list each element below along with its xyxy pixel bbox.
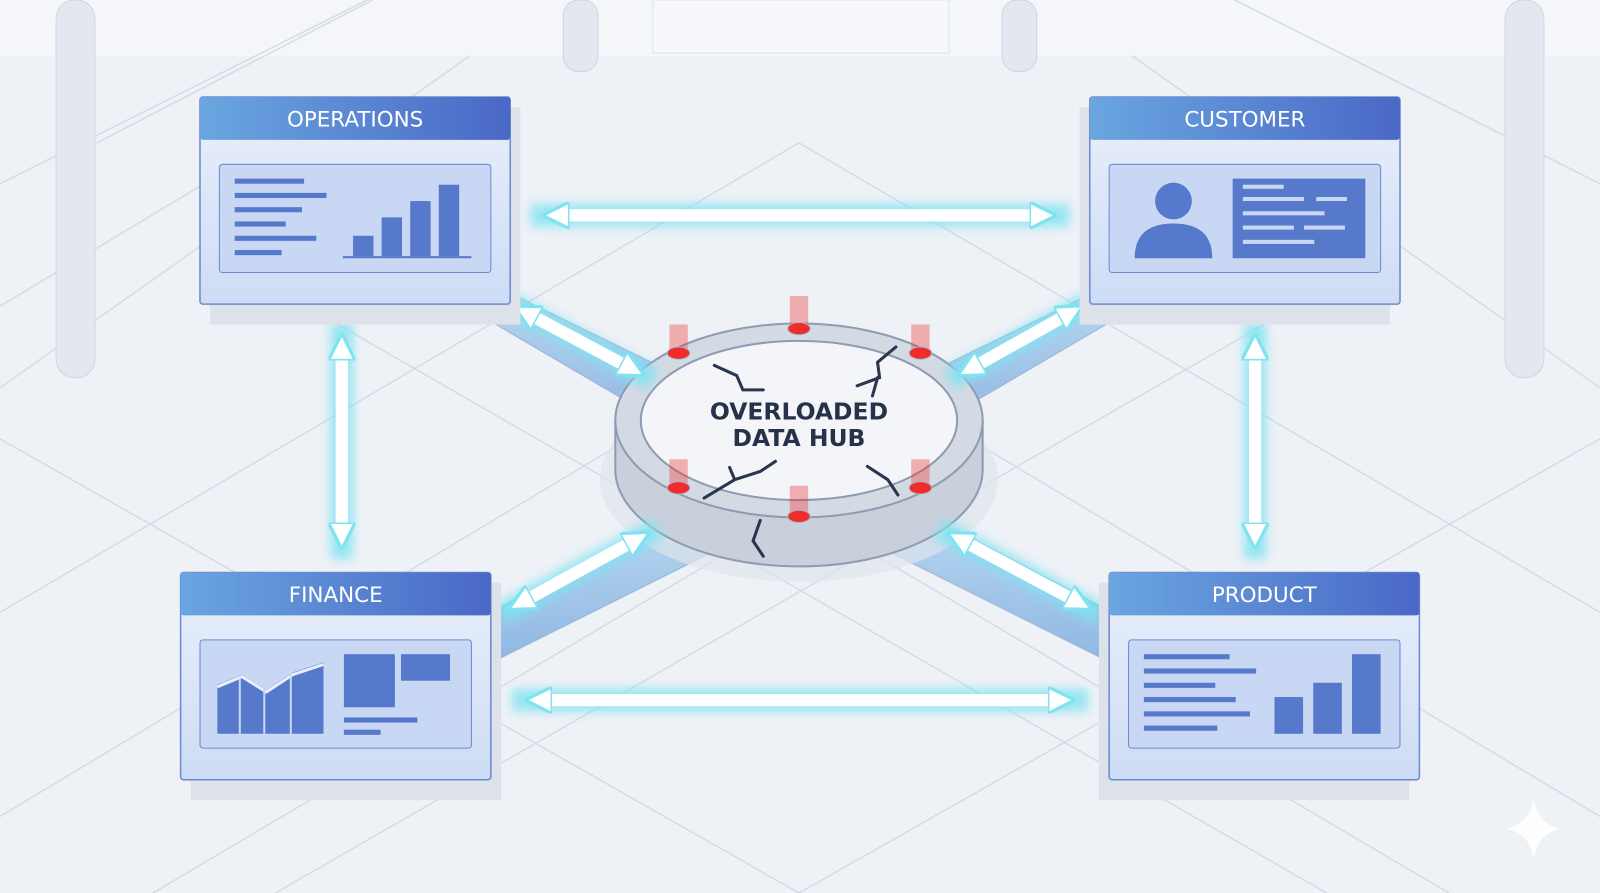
hub-label-line1: OVERLOADED — [710, 397, 888, 425]
bar-chart-report-icon — [218, 163, 492, 274]
alert-light-icon — [666, 459, 691, 495]
arrow-customer-hub — [969, 312, 1071, 369]
arrow-operations-hub — [526, 312, 633, 369]
line-chart-dashboard-icon — [199, 639, 472, 749]
panel-customer: CUSTOMER — [1079, 96, 1401, 325]
alert-lights — [666, 295, 933, 524]
bar-chart-report-icon — [1128, 639, 1401, 749]
panel-operations: OPERATIONS — [199, 96, 521, 325]
arrow-finance-hub — [520, 539, 637, 603]
panel-title: FINANCE — [289, 583, 383, 608]
panel-finance: FINANCE — [179, 571, 502, 801]
overloaded-data-hub: OVERLOADED DATA HUB — [600, 295, 998, 582]
panel-title: PRODUCT — [1212, 583, 1318, 608]
panel-title: CUSTOMER — [1184, 108, 1305, 133]
alert-light-icon — [666, 324, 691, 360]
crack-marks — [702, 345, 900, 558]
sparkle-icon — [1506, 798, 1562, 860]
arrow-product-hub — [959, 539, 1079, 603]
alert-light-icon — [908, 324, 933, 360]
panel-title: OPERATIONS — [287, 108, 423, 133]
panel-product: PRODUCT — [1098, 571, 1421, 801]
data-flow-arrows — [342, 215, 1255, 700]
alert-light-icon — [787, 485, 811, 524]
alert-light-icon — [787, 295, 811, 336]
hub-label-line2: DATA HUB — [733, 424, 866, 452]
user-profile-icon — [1108, 163, 1382, 274]
alert-light-icon — [908, 459, 933, 495]
